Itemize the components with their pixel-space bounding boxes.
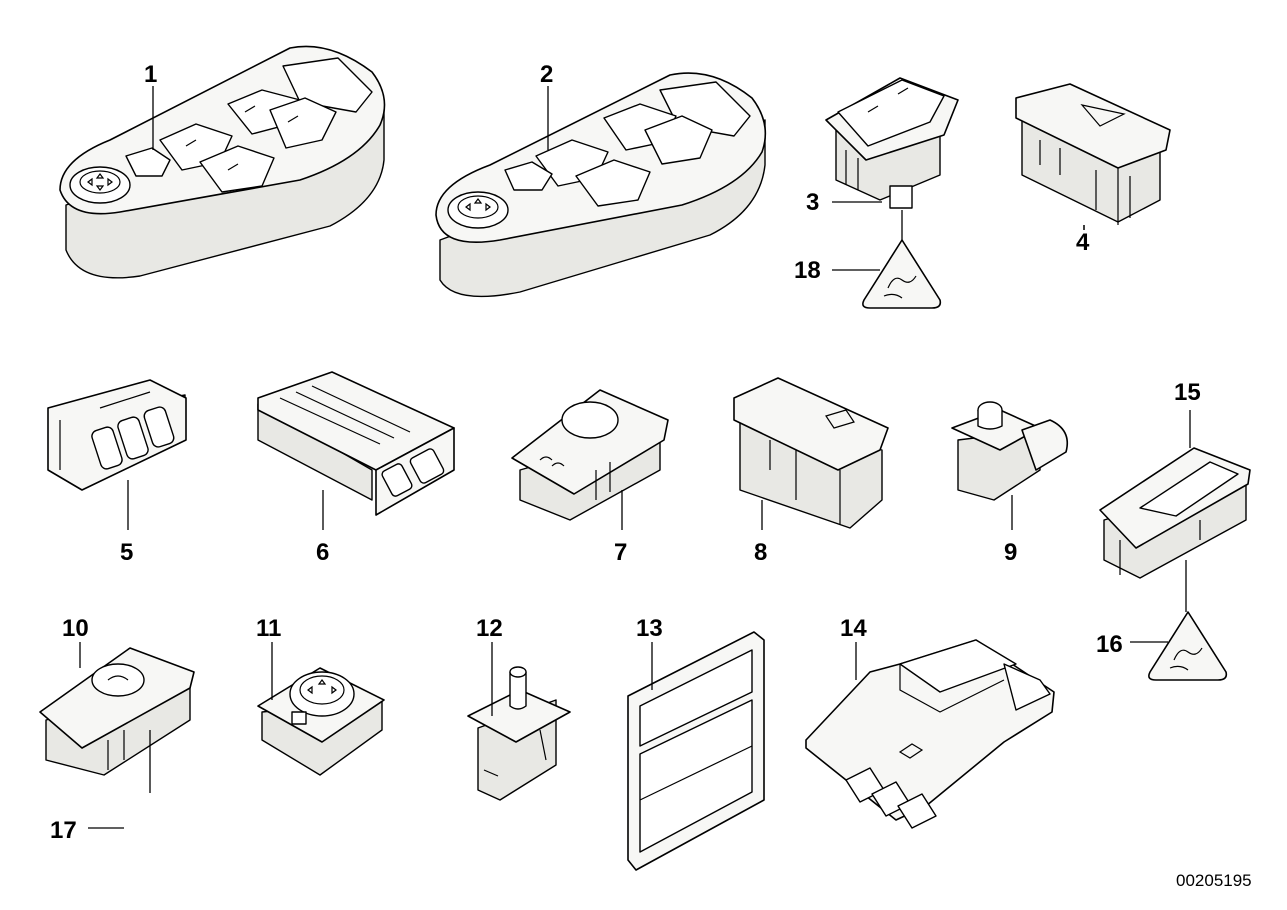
part-1-switch-block[interactable] [59,45,386,279]
callout-2: 2 [540,61,553,88]
callout-11: 11 [256,615,281,642]
part-15-switch[interactable] [1099,447,1251,579]
part-10-switch[interactable] [39,647,195,776]
callout-18: 18 [794,257,821,284]
callout-13: 13 [636,615,663,642]
callout-4: 4 [1076,229,1090,256]
callout-1: 1 [144,61,157,88]
callout-15: 15 [1174,379,1201,406]
part-6-long-switch[interactable] [257,371,455,516]
part-9-push-switch[interactable] [951,401,1069,501]
callout-16: 16 [1096,631,1123,658]
part-18-warning-triangle [862,239,942,309]
part-7-knob-switch[interactable] [511,389,669,521]
part-14-housing[interactable] [805,639,1055,829]
part-3-rocker-switch[interactable] [825,77,959,209]
callout-10: 10 [62,615,89,642]
callout-3: 3 [806,189,819,216]
part-16-warning-triangle [1148,611,1228,681]
reference-number: 00205195 [1176,871,1252,890]
callout-17: 17 [50,817,77,844]
callout-5: 5 [120,539,133,566]
callout-6: 6 [316,539,329,566]
part-4-hazard-switch[interactable] [1015,83,1171,225]
part-5-triple-switch[interactable] [47,379,187,491]
callouts: 1 2 3 4 5 6 7 8 9 10 11 12 13 14 15 16 1… [50,61,1201,844]
part-8-large-switch[interactable] [733,377,889,529]
leader-lines [79,86,1191,829]
callout-12: 12 [476,615,503,642]
part-13-flat-panel[interactable] [627,631,765,871]
part-11-joystick-switch[interactable] [257,667,385,776]
callout-14: 14 [840,615,867,642]
part-2-switch-block[interactable] [435,72,767,298]
callout-8: 8 [754,539,767,566]
callout-9: 9 [1004,539,1017,566]
callout-7: 7 [614,539,627,566]
part-12-pin-switch[interactable] [467,666,571,801]
